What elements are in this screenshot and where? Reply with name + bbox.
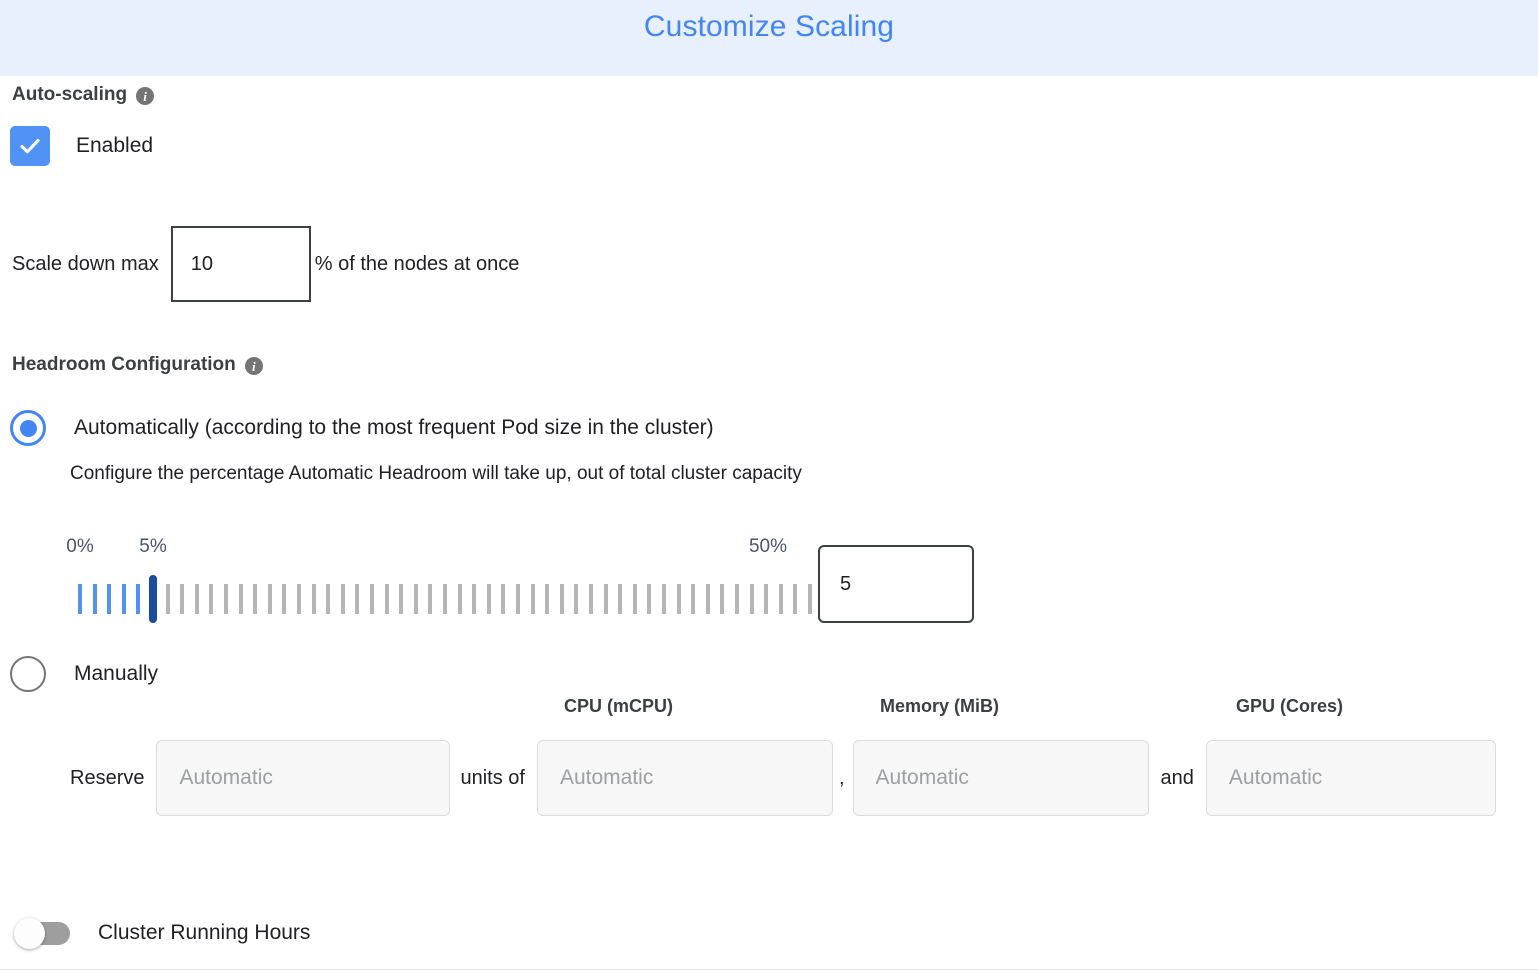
- slider-tick[interactable]: [705, 584, 710, 614]
- and-separator: and: [1160, 766, 1194, 789]
- cluster-running-hours-label: Cluster Running Hours: [98, 921, 311, 944]
- slider-tick[interactable]: [399, 584, 404, 614]
- cpu-field-label: CPU (mCPU): [564, 696, 674, 716]
- headroom-section-label: Headroom Configuration i: [12, 354, 263, 376]
- slider-tick[interactable]: [516, 584, 520, 614]
- slider-thumb[interactable]: [149, 575, 157, 623]
- comma-separator: ,: [838, 766, 845, 789]
- slider-tick[interactable]: [121, 584, 126, 614]
- radio-manually-label: Manually: [74, 662, 159, 685]
- slider-tick[interactable]: [559, 584, 564, 614]
- radio-automatic-label: Automatically (according to the most fre…: [74, 416, 714, 439]
- slider-tick[interactable]: [603, 584, 608, 614]
- slider-tick[interactable]: [136, 584, 141, 614]
- scale-down-max-input[interactable]: [170, 226, 311, 302]
- auto-scaling-enabled-checkbox[interactable]: [10, 126, 50, 166]
- slider-tick[interactable]: [238, 584, 243, 614]
- reserve-label: Reserve: [70, 766, 145, 789]
- slider-max-label: 50%: [748, 536, 788, 557]
- info-icon[interactable]: i: [136, 87, 155, 105]
- page-title: Customize Scaling: [643, 10, 895, 43]
- headroom-percentage-slider[interactable]: 0% 5% 50%: [66, 536, 812, 628]
- slider-tick[interactable]: [209, 584, 214, 614]
- slider-tick[interactable]: [340, 584, 345, 614]
- slider-tick[interactable]: [107, 584, 112, 614]
- scale-down-max-label: Scale down max: [12, 252, 159, 275]
- dialog-header: Customize Scaling: [0, 0, 1538, 76]
- headroom-option-manual[interactable]: Manually: [10, 656, 158, 692]
- slider-track[interactable]: [78, 568, 812, 628]
- headroom-percentage-input[interactable]: [818, 545, 974, 623]
- headroom-option-automatic[interactable]: Automatically (according to the most fre…: [10, 410, 714, 446]
- radio-manually[interactable]: [10, 656, 46, 692]
- slider-tick[interactable]: [735, 584, 739, 614]
- slider-tick[interactable]: [720, 584, 725, 614]
- info-icon[interactable]: i: [244, 357, 263, 375]
- cluster-running-hours-row[interactable]: Cluster Running Hours: [14, 918, 311, 949]
- slider-tick[interactable]: [486, 584, 491, 614]
- memory-field-label: Memory (MiB): [880, 696, 1000, 716]
- slider-tick[interactable]: [676, 584, 681, 614]
- units-of-label: units of: [460, 766, 525, 789]
- reserve-memory-input[interactable]: [852, 740, 1149, 816]
- auto-scaling-enabled-label: Enabled: [76, 134, 154, 157]
- scale-down-max-suffix: % of the nodes at once: [314, 252, 520, 275]
- reserve-cpu-input[interactable]: [536, 740, 833, 816]
- slider-tick[interactable]: [224, 584, 228, 614]
- reserve-units-input[interactable]: [156, 740, 451, 816]
- slider-tick[interactable]: [282, 584, 287, 614]
- slider-tick[interactable]: [457, 584, 462, 614]
- slider-tick[interactable]: [778, 584, 783, 614]
- slider-tick[interactable]: [370, 584, 374, 614]
- slider-tick-labels: 0% 5% 50%: [66, 536, 808, 562]
- slider-tick[interactable]: [632, 584, 637, 614]
- headroom-label-text: Headroom Configuration: [12, 354, 236, 375]
- slider-tick[interactable]: [384, 584, 389, 614]
- headroom-description: Configure the percentage Automatic Headr…: [70, 463, 802, 484]
- radio-automatic[interactable]: [10, 410, 46, 446]
- slider-tick[interactable]: [78, 584, 82, 614]
- slider-tick[interactable]: [574, 584, 579, 614]
- slider-tick[interactable]: [326, 584, 331, 614]
- reserve-gpu-input[interactable]: [1205, 740, 1496, 816]
- slider-current-label: 5%: [139, 536, 167, 557]
- slider-tick[interactable]: [355, 584, 360, 614]
- slider-tick[interactable]: [749, 584, 754, 614]
- slider-tick[interactable]: [662, 584, 666, 614]
- slider-tick[interactable]: [808, 584, 812, 614]
- slider-tick[interactable]: [165, 584, 170, 614]
- slider-tick[interactable]: [194, 584, 199, 614]
- auto-scaling-enabled-row[interactable]: Enabled: [10, 126, 153, 166]
- auto-scaling-section-label: Auto-scaling i: [12, 84, 155, 106]
- slider-tick[interactable]: [530, 584, 535, 614]
- gpu-field-label: GPU (Cores): [1236, 696, 1344, 716]
- check-icon: [20, 138, 40, 154]
- slider-tick[interactable]: [267, 584, 272, 614]
- slider-tick[interactable]: [618, 584, 623, 614]
- slider-tick[interactable]: [647, 584, 652, 614]
- slider-tick[interactable]: [253, 584, 258, 614]
- slider-tick[interactable]: [413, 584, 418, 614]
- slider-tick[interactable]: [180, 584, 185, 614]
- cluster-running-hours-toggle[interactable]: [14, 918, 70, 949]
- slider-tick[interactable]: [589, 584, 593, 614]
- slider-tick[interactable]: [545, 584, 550, 614]
- manual-field-labels: CPU (mCPU) Memory (MiB) GPU (Cores): [0, 696, 1538, 726]
- slider-tick[interactable]: [297, 584, 301, 614]
- slider-min-label: 0%: [66, 536, 94, 557]
- slider-tick[interactable]: [793, 584, 798, 614]
- slider-tick[interactable]: [428, 584, 433, 614]
- slider-tick[interactable]: [472, 584, 477, 614]
- slider-tick[interactable]: [311, 584, 316, 614]
- toggle-knob: [14, 918, 45, 949]
- auto-scaling-label-text: Auto-scaling: [12, 84, 128, 105]
- manual-reserve-area: CPU (mCPU) Memory (MiB) GPU (Cores) Rese…: [0, 696, 1538, 816]
- slider-tick[interactable]: [443, 584, 447, 614]
- scale-down-max-row: Scale down max % of the nodes at once: [12, 226, 519, 302]
- slider-tick[interactable]: [691, 584, 696, 614]
- slider-tick[interactable]: [764, 584, 769, 614]
- manual-reserve-row: Reserve units of , and: [0, 740, 1538, 816]
- slider-tick[interactable]: [501, 584, 506, 614]
- slider-tick[interactable]: [92, 584, 97, 614]
